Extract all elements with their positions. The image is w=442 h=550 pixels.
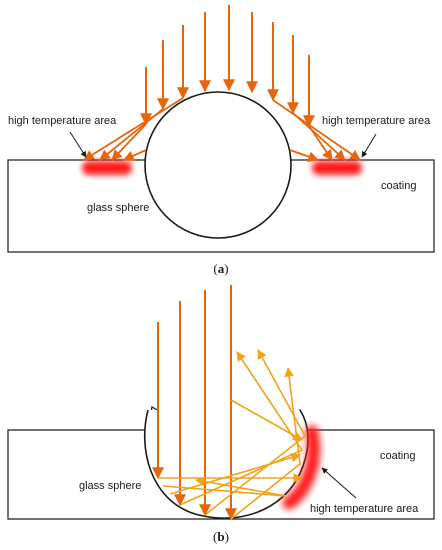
incident-rays-a (140, 5, 315, 128)
reflected-rays-right-a (272, 99, 361, 162)
reflected-ray-right-4 (289, 149, 320, 162)
hot-zone-b (282, 425, 321, 510)
scattered-ray-5 (230, 399, 303, 441)
caption-b: (b) (213, 529, 229, 544)
reflected-ray-right-2 (292, 112, 346, 161)
label-coating-b: coating (380, 450, 415, 462)
reflected-ray-left-2 (99, 108, 164, 161)
scattered-ray-6 (162, 476, 287, 497)
panel-a: high temperature area high temperature a… (7, 5, 435, 276)
panel-b: glass sphere coating high temperature ar… (7, 285, 435, 544)
label-glass-sphere-a: glass sphere (87, 202, 149, 214)
reflected-rays-left-a (83, 97, 184, 161)
reflected-ray-left-3 (111, 123, 147, 161)
label-coating-a: coating (381, 180, 416, 192)
hot-zone-left-a (82, 161, 132, 175)
pointer-b (321, 467, 357, 499)
reflected-ray-left-4 (123, 149, 147, 161)
reflected-ray-right-3 (308, 125, 333, 161)
pointer-right-a (361, 133, 377, 158)
label-high-temp-left-a: high temperature area (8, 115, 117, 127)
scattered-rays-b (158, 349, 307, 520)
label-glass-sphere-b: glass sphere (79, 480, 141, 492)
label-high-temp-b: high temperature area (310, 503, 419, 515)
scattered-ray-7 (169, 452, 301, 495)
label-high-temp-right-a: high temperature area (322, 115, 431, 127)
scattered-ray-3 (204, 349, 307, 516)
hot-zone-right-a (312, 161, 362, 175)
scattered-ray-4 (230, 367, 301, 520)
reflected-ray-left-1 (83, 97, 184, 161)
caption-a: (a) (213, 261, 228, 276)
scattered-ray-2 (179, 351, 304, 506)
pointer-left-a (69, 131, 87, 158)
glass-sphere-a (144, 91, 292, 239)
